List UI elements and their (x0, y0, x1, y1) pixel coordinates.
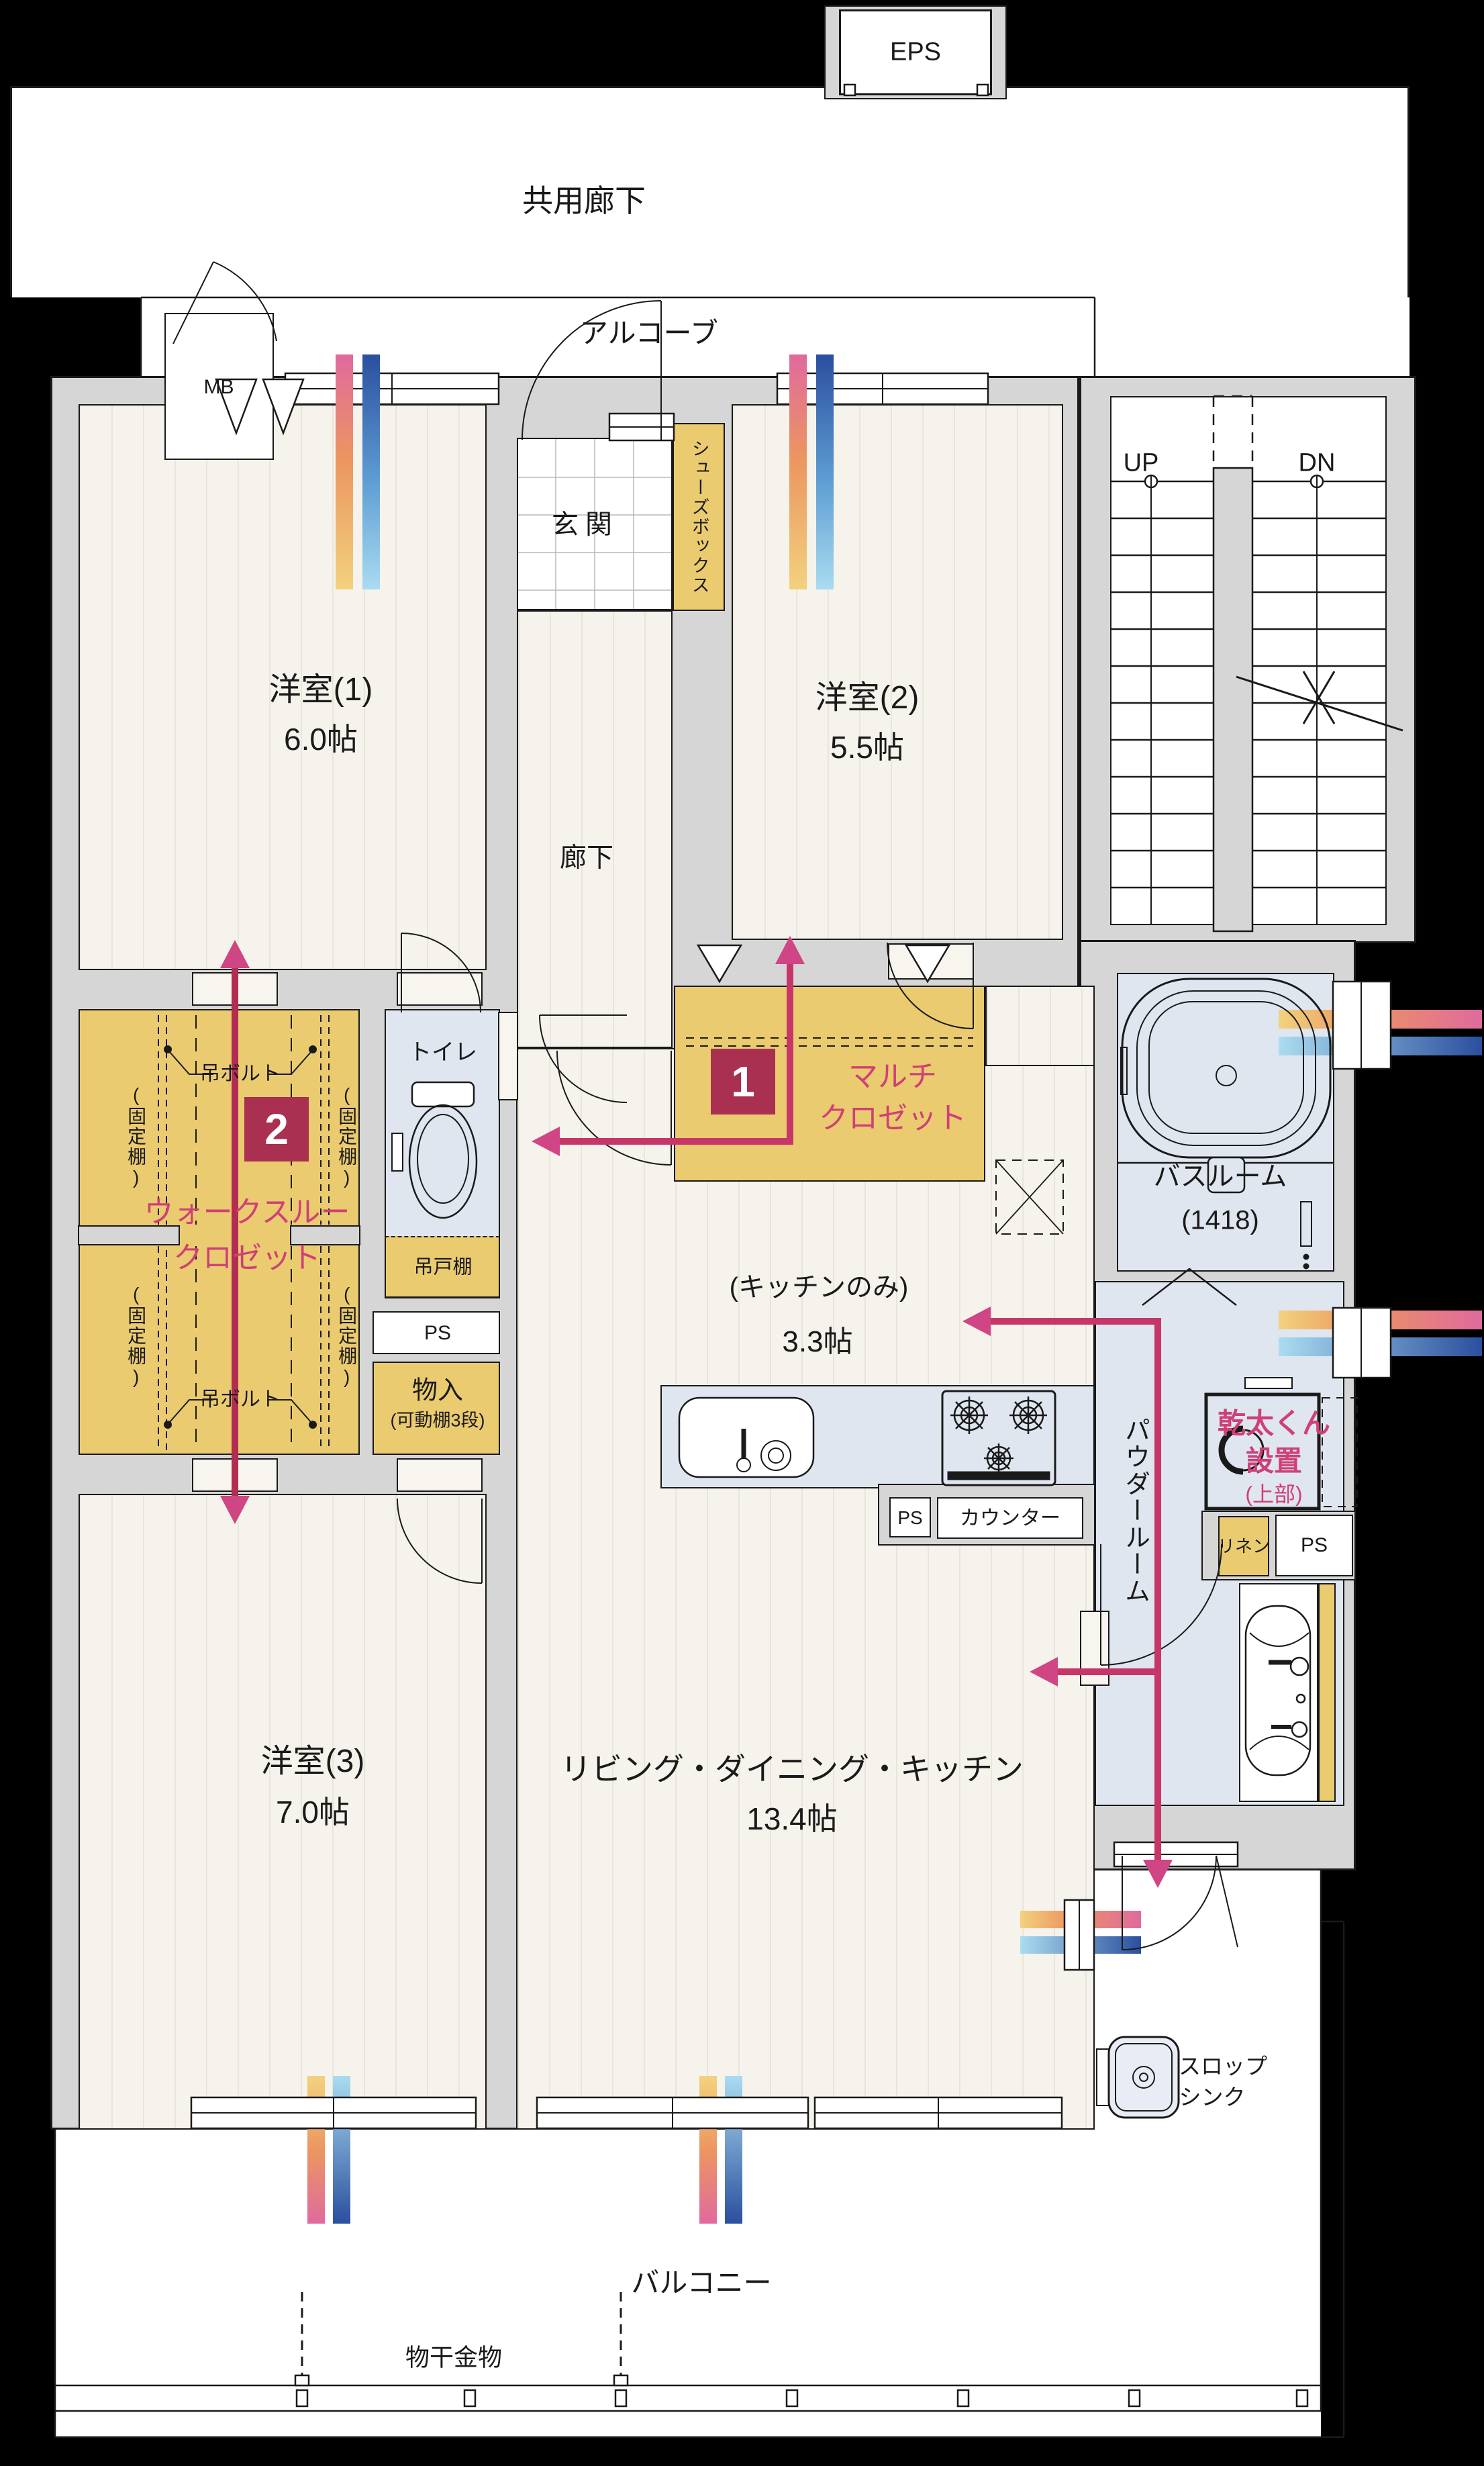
shoe-box (673, 423, 725, 611)
multi-closet-label-1: マルチ (848, 1060, 937, 1094)
stairs-dn-label: DN (1298, 448, 1336, 477)
room1-name-label: 洋室(1) (268, 672, 373, 708)
room1-floor (79, 404, 487, 970)
bathroom-label-1: バスルーム (1153, 1161, 1287, 1192)
stove-icon (941, 1390, 1056, 1486)
ps-left-box (373, 1311, 500, 1354)
fixed-shelf-label-lb: (固定棚) (126, 1284, 147, 1388)
kitchen-size-label: 3.3帖 (782, 1325, 853, 1359)
fixed-shelf-label-rb: (固定棚) (336, 1284, 358, 1388)
hallway-floor (517, 610, 673, 1048)
top-windows (284, 83, 989, 442)
slop-sink-icon (1096, 2036, 1180, 2119)
closet-details (78, 1015, 1064, 1450)
door-arcs (172, 261, 1238, 1950)
folding-door-marks (215, 378, 951, 984)
counter-box (937, 1497, 1083, 1539)
eps-box (839, 9, 992, 95)
linen-box (1218, 1516, 1269, 1576)
balcony-doors (190, 1841, 1239, 2130)
room3-floor (79, 1494, 487, 2130)
vanity-counter (1239, 1583, 1318, 1802)
room2-name-label: 洋室(2) (815, 680, 920, 716)
ps-kitchen-box (889, 1497, 931, 1537)
room3-size-label: 7.0帖 (276, 1795, 350, 1830)
route-badge-2: 2 (244, 1097, 309, 1161)
kitchen-sink-icon (678, 1396, 815, 1478)
monohoshi-label: 物干金物 (405, 2343, 503, 2371)
counter-label: カウンター (960, 1507, 1060, 1529)
room2-size-label: 5.5帖 (830, 730, 904, 765)
walkthrough-label-2: クロゼット (173, 1241, 321, 1275)
hallway-label: 廊下 (560, 843, 613, 873)
room1-size-label: 6.0帖 (284, 722, 358, 757)
vanity-strip (1318, 1583, 1336, 1802)
fridge-nook-floor (985, 986, 1095, 1066)
balcony-railing (55, 1870, 1345, 2437)
walkthrough-label-1: ウォークスルー (144, 1196, 350, 1229)
washbasin-icon (1244, 1605, 1312, 1776)
ldk-name-label: リビング・ダイニング・キッチン (560, 1752, 1024, 1787)
fixed-shelf-label-rt: (固定棚) (336, 1084, 358, 1189)
ldk-floor (516, 1048, 1095, 2130)
door-sills (192, 943, 1109, 1686)
tsuridana-band (385, 1236, 500, 1298)
staircase (1110, 395, 1403, 933)
slop-sink-label-1: スロップ (1179, 2054, 1267, 2079)
circulation-routes (220, 936, 1173, 1888)
tsuridana-label: 吊戸棚 (413, 1256, 473, 1278)
kanta-label-2: 設置 (1245, 1445, 1303, 1477)
route-badge-1: 1 (711, 1049, 775, 1115)
tsuribolt-bottom-label: 吊ボルト (200, 1388, 281, 1411)
stairs-up-label: UP (1123, 448, 1159, 477)
balcony-label: バルコニー (631, 2267, 772, 2299)
bathtub-icon (1117, 978, 1334, 1270)
kitchen-only-label: (キッチンのみ) (729, 1272, 909, 1302)
monoire-floor (373, 1362, 500, 1455)
bathroom-label-2: (1418) (1181, 1205, 1259, 1235)
dryer-icon (1204, 1377, 1358, 1511)
badge-1-number: 1 (731, 1057, 755, 1106)
ps-right-label: PS (1300, 1533, 1328, 1556)
stair-landing-area (1095, 297, 1409, 379)
ps-kitchen-label: PS (897, 1507, 923, 1528)
genkan-label: 玄関 (552, 510, 619, 540)
ps-right-box (1275, 1515, 1353, 1576)
corridor-label: 共用廊下 (522, 183, 646, 219)
toilet-label: トイレ (409, 1039, 477, 1065)
ldk-size-label: 13.4帖 (746, 1801, 838, 1837)
eps-label: EPS (889, 38, 942, 66)
kanta-label-3: (上部) (1245, 1482, 1303, 1507)
linen-label: リネン (1217, 1535, 1271, 1556)
badge-2-number: 2 (264, 1105, 289, 1153)
ps-left-label: PS (424, 1321, 452, 1344)
common-corridor-area (10, 86, 1409, 297)
kanta-label-1: 乾太くん (1217, 1407, 1331, 1439)
monoire-label-1: 物入 (411, 1376, 464, 1405)
powder-room-label: パウダールーム (1120, 1417, 1149, 1605)
multi-closet-label-2: クロゼット (819, 1102, 967, 1135)
shoebox-label: シューズボックス (689, 439, 709, 595)
alcove-label: アルコーブ (579, 317, 719, 349)
slop-sink-label-2: シンク (1179, 2085, 1246, 2110)
room3-name-label: 洋室(3) (260, 1744, 365, 1780)
alcove-area (141, 297, 1095, 377)
tsuribolt-top-label: 吊ボルト (200, 1062, 281, 1085)
monoire-label-2: (可動棚3段) (390, 1410, 485, 1431)
mb-label: MB (203, 375, 234, 398)
side-window-bays (1063, 980, 1392, 1971)
room2-floor (732, 404, 1063, 940)
fixed-shelf-label-lt: (固定棚) (126, 1084, 147, 1189)
genkan-tiles (517, 439, 673, 612)
toilet-icon (391, 1081, 478, 1219)
